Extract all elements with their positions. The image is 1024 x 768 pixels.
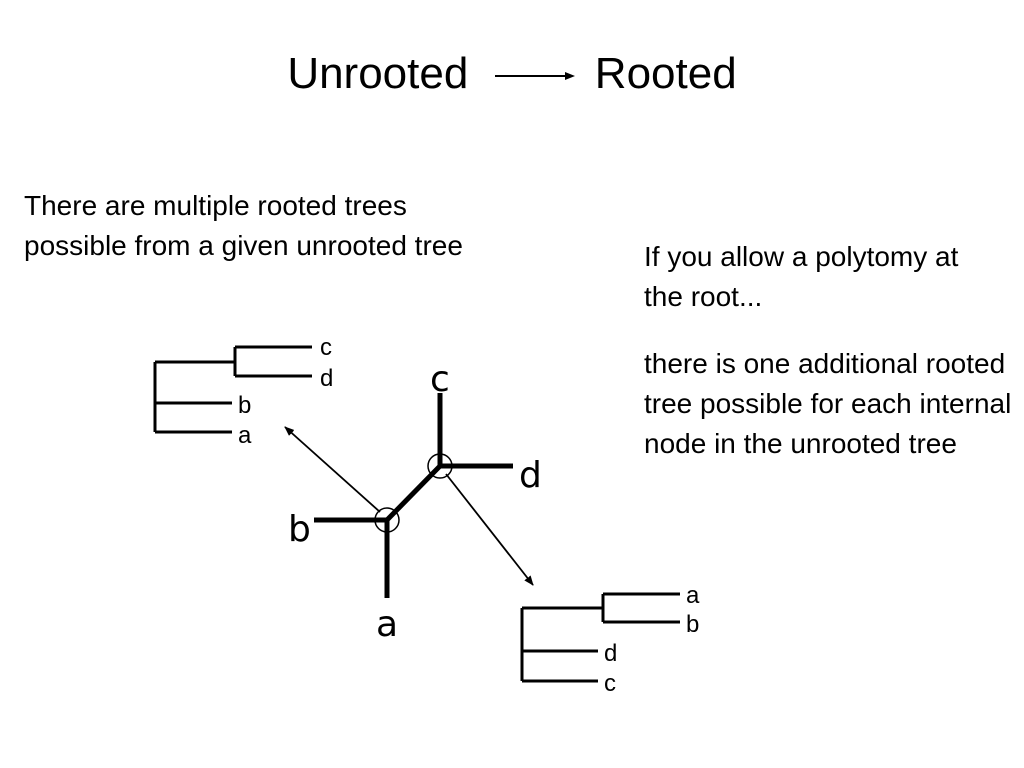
arrow-to-right-tree: [445, 473, 534, 586]
intro-text: There are multiple rooted trees possible…: [24, 190, 463, 261]
unrooted-label-b: b: [288, 509, 311, 550]
rooted-tree-left: [153, 345, 312, 434]
unrooted-label-a: a: [376, 604, 398, 645]
tree-right-label-b: b: [686, 611, 699, 638]
title-rooted: Rooted: [594, 49, 737, 98]
unrooted-label-d: d: [519, 455, 542, 496]
tree-left-label-a: a: [238, 422, 252, 449]
slide-title: Unrooted Rooted: [0, 44, 1024, 104]
polytomy-text: If you allow a polytomy at the root...: [644, 241, 959, 312]
rooted-tree-right: [520, 592, 680, 683]
tree-right-label-c: c: [604, 670, 616, 697]
tree-left-label-d: d: [320, 365, 333, 392]
additional-tree-text: there is one additional rooted tree poss…: [644, 348, 1012, 459]
tree-left-label-c: c: [320, 334, 332, 361]
tree-right-label-a: a: [686, 582, 700, 609]
right-arrow-icon: [494, 69, 575, 83]
tree-left-label-b: b: [238, 392, 251, 419]
title-unrooted: Unrooted: [287, 49, 469, 98]
tree-right-label-d: d: [604, 640, 617, 667]
internal-node-lower: [374, 507, 400, 533]
unrooted-tree: [314, 393, 513, 598]
arrow-to-left-tree: [284, 426, 381, 513]
unrooted-label-c: c: [430, 359, 450, 400]
internal-node-upper: [427, 453, 453, 479]
